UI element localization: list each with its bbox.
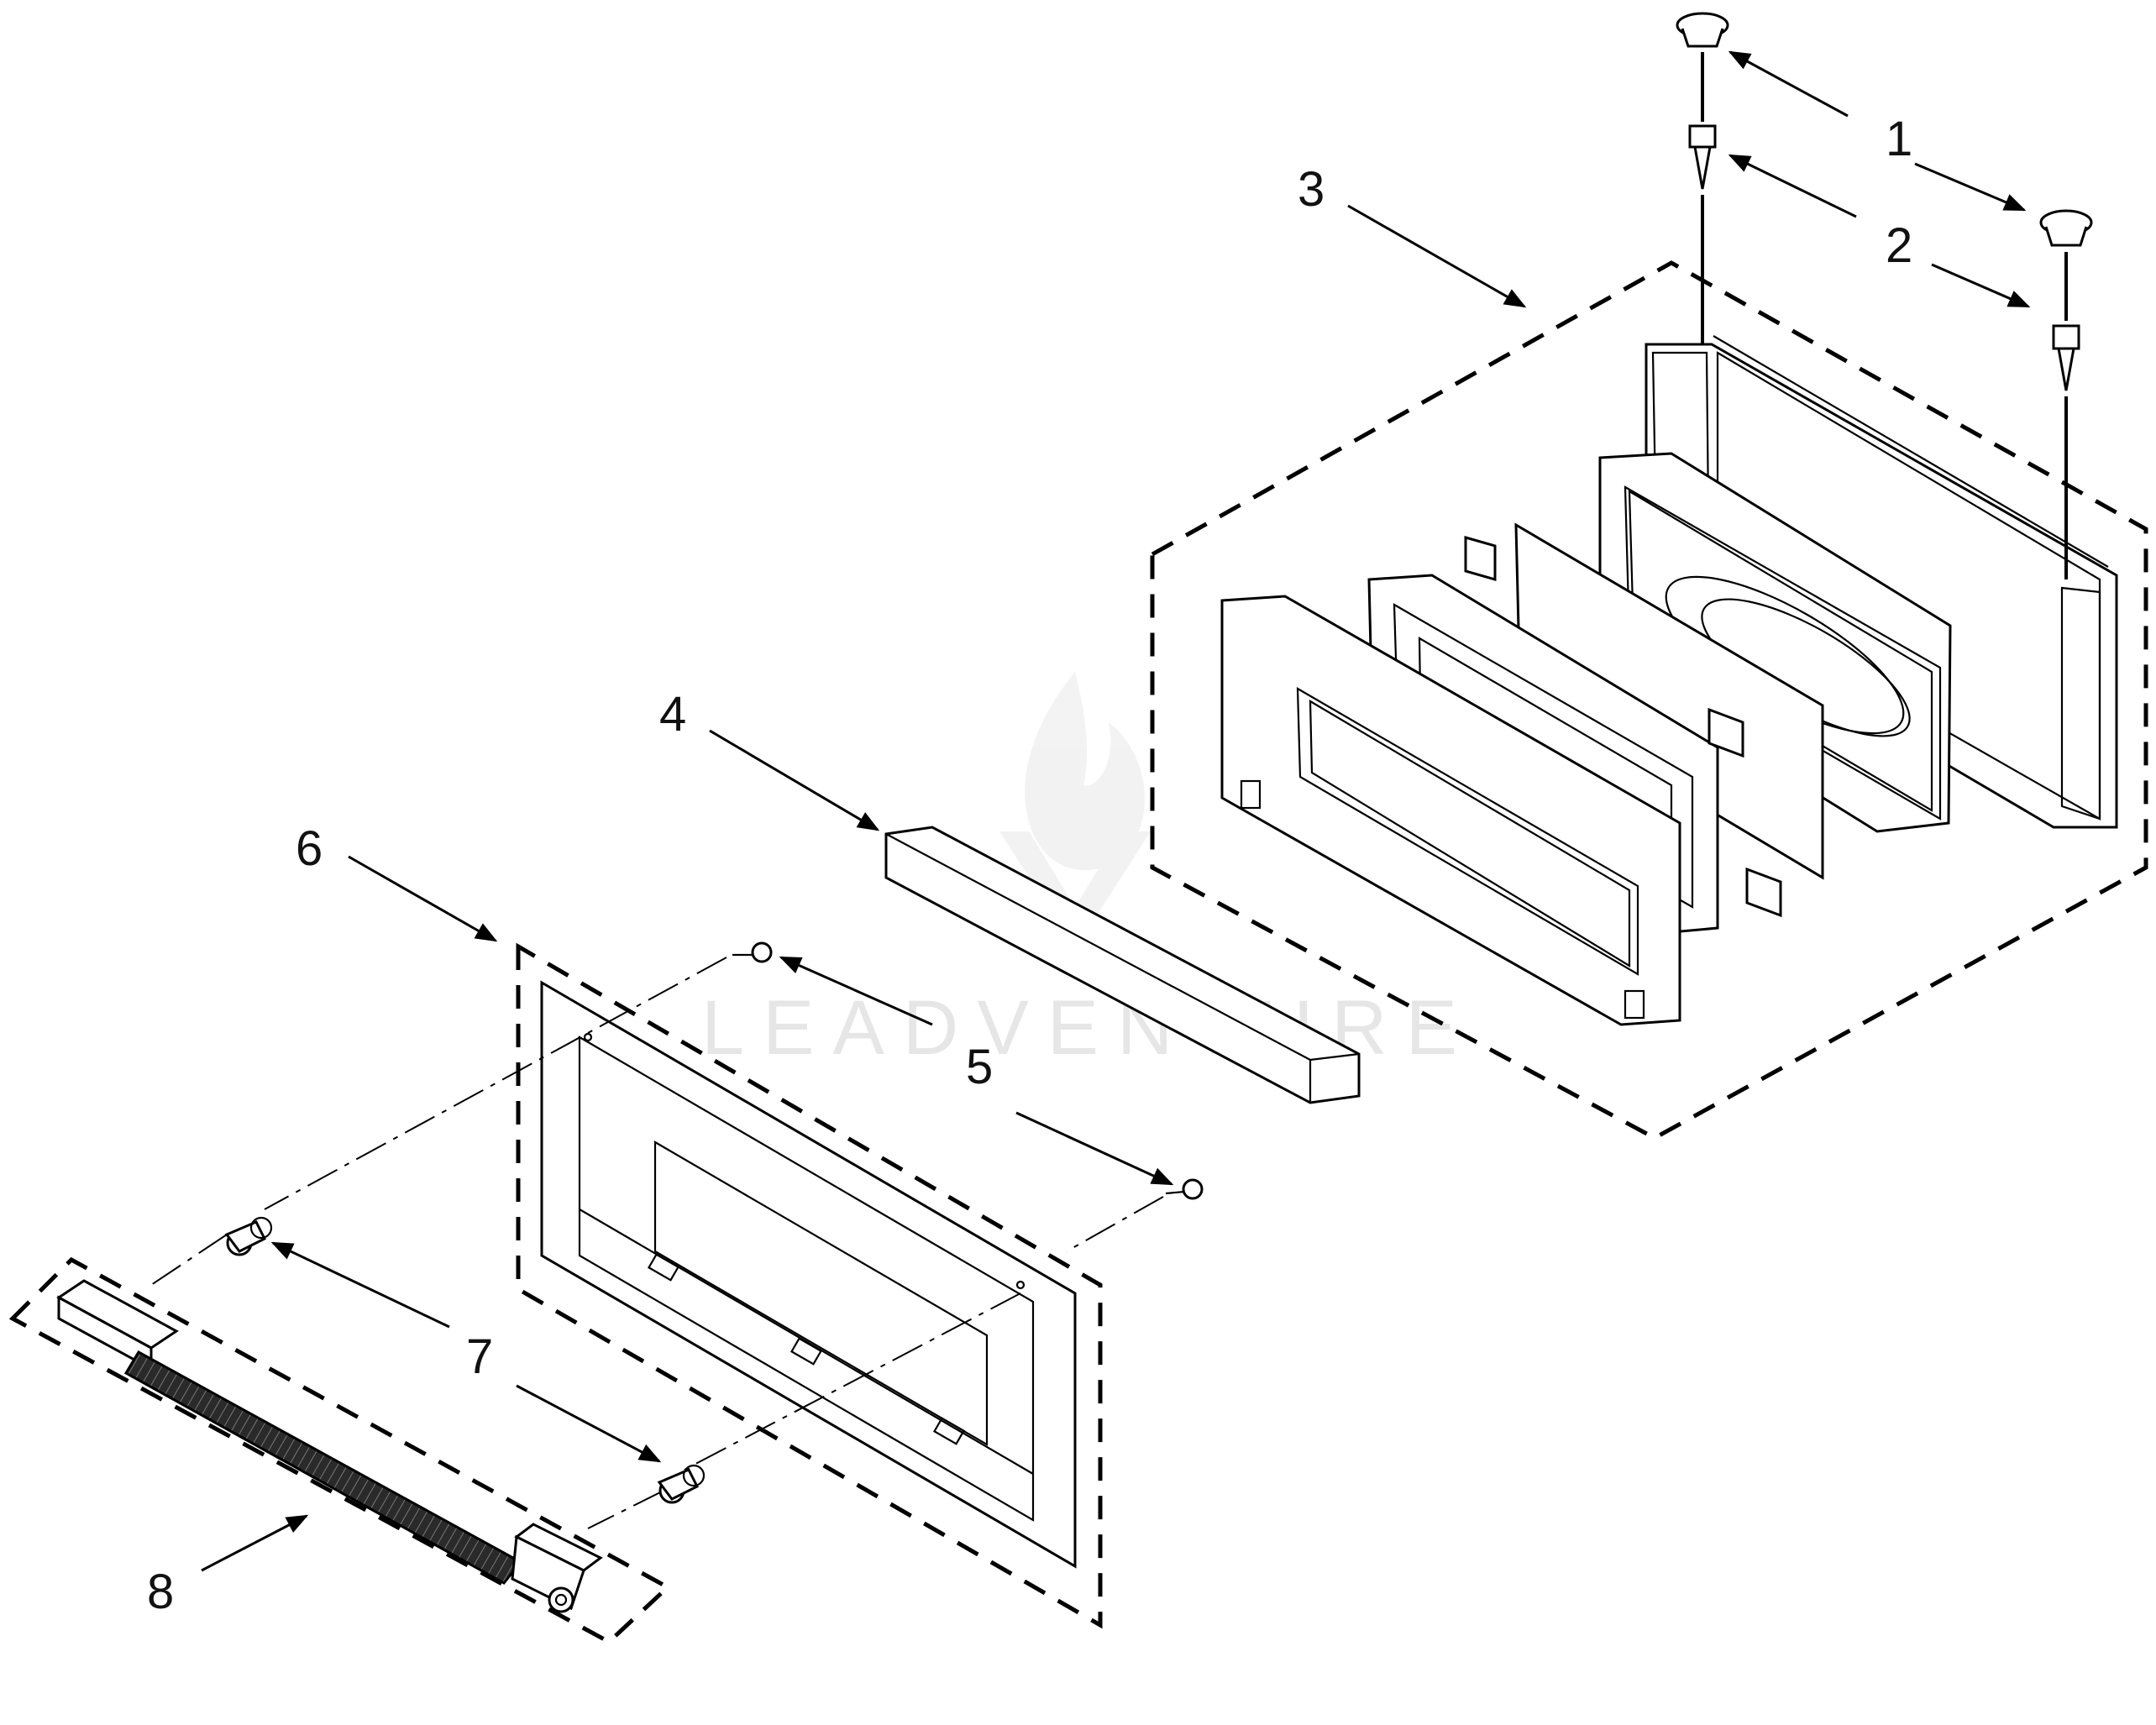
handle-standoff-right — [657, 1464, 706, 1504]
door-handle — [56, 1279, 603, 1613]
leader-6 — [348, 855, 498, 942]
callout-4: 4 — [659, 687, 686, 742]
centerline-stud-right — [587, 1490, 664, 1529]
centerline-upper-left — [264, 957, 727, 1210]
leader-2-right — [1931, 263, 2031, 308]
callout-3: 3 — [1298, 162, 1325, 217]
plug-button-top — [1676, 12, 1729, 48]
trim-strip — [884, 826, 1361, 1104]
door-front-plate — [1220, 595, 1681, 1026]
leader-1-right — [1914, 162, 2027, 212]
centerline-upper-right — [1066, 1196, 1164, 1252]
door-brackets — [1464, 536, 1782, 918]
leader-7-right — [516, 1384, 662, 1463]
leader-4 — [709, 729, 880, 831]
screw-right — [2052, 324, 2080, 391]
centerline-stud-left — [150, 1234, 228, 1286]
handle-standoff-left — [224, 1216, 273, 1256]
callout-8: 8 — [147, 1565, 174, 1619]
outer-door-panel — [540, 980, 1077, 1569]
leader-5-right — [1015, 1111, 1174, 1186]
callout-1: 1 — [1886, 112, 1912, 166]
leader-3 — [1347, 204, 1527, 308]
door-screw-right — [1165, 1178, 1204, 1200]
door-assembly-boundary — [1150, 260, 2148, 1140]
screw-top — [1688, 124, 1717, 190]
watermark-logo — [999, 672, 1151, 949]
leader-5-left — [779, 956, 933, 1026]
plug-button-right — [2039, 209, 2093, 247]
leader-1-top — [1728, 50, 1849, 118]
leader-7-left — [270, 1241, 450, 1329]
leader-2-top — [1728, 154, 1857, 218]
outer-door-boundary — [516, 942, 1103, 1629]
callout-6: 6 — [296, 821, 323, 876]
door-screw-left — [732, 941, 773, 963]
callout-2: 2 — [1886, 218, 1912, 273]
leader-8 — [201, 1514, 309, 1572]
centerline-lower — [684, 1292, 1021, 1471]
handle-boundary — [8, 1256, 672, 1645]
callout-5: 5 — [966, 1040, 993, 1094]
callout-7: 7 — [466, 1329, 493, 1384]
leader-lines — [201, 50, 2031, 1572]
